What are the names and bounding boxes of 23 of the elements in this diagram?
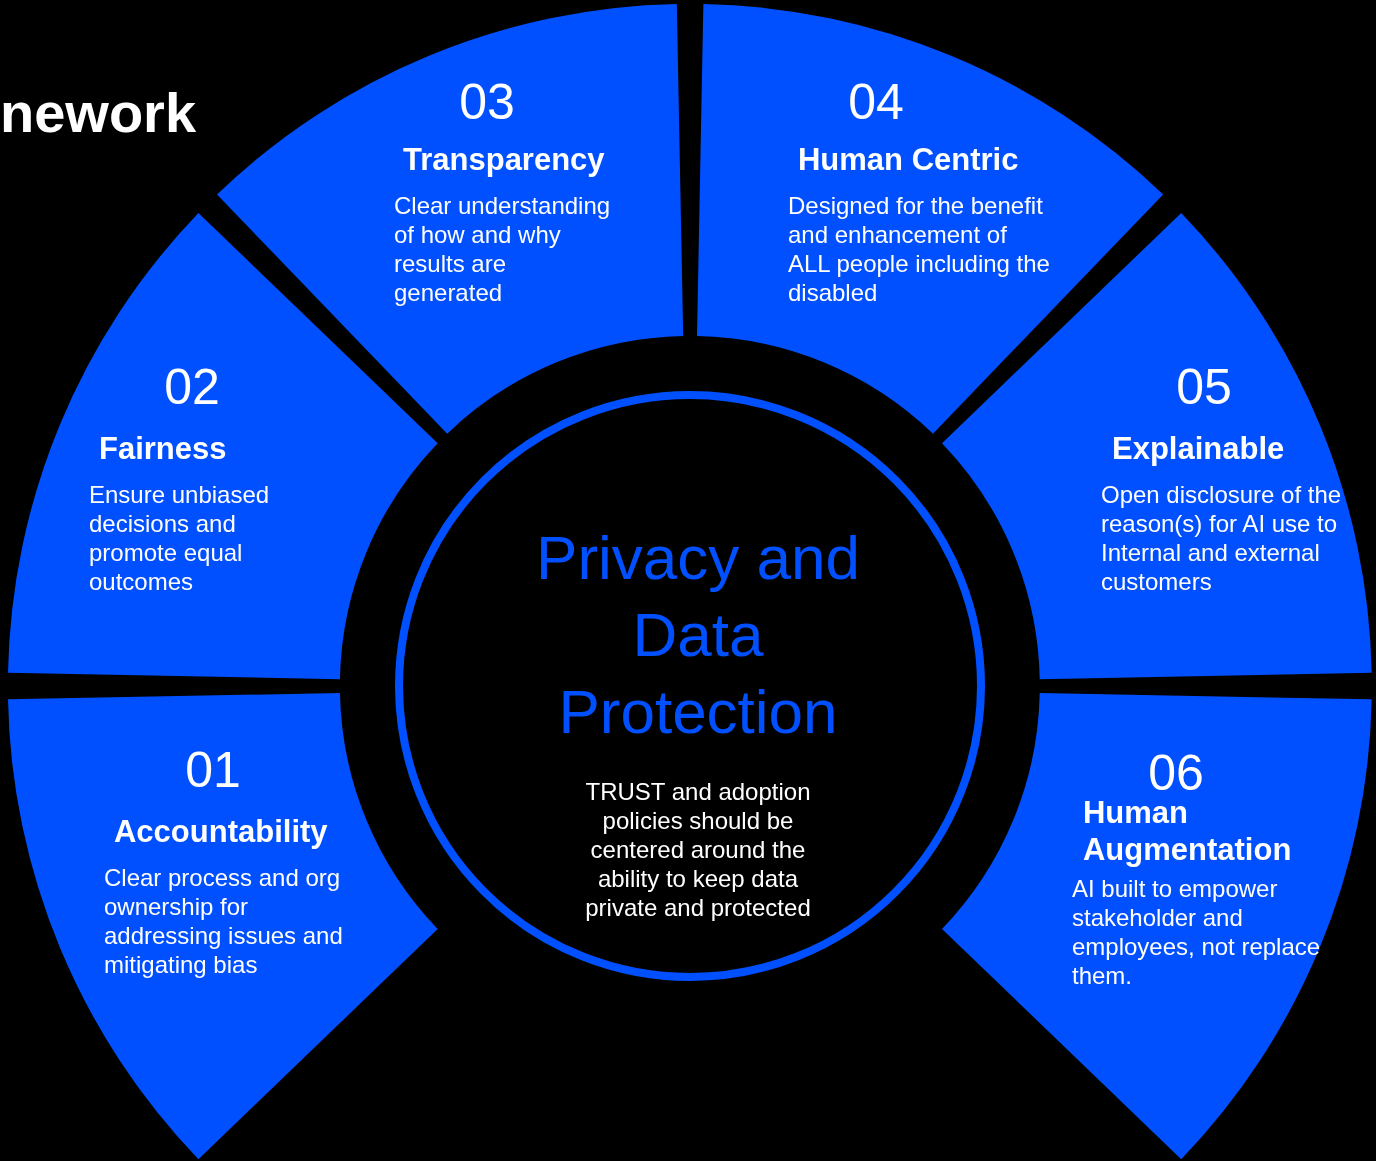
segment-card bbox=[696, 4, 1163, 434]
segment-card bbox=[942, 692, 1372, 1159]
center-description: TRUST and adoption policies should be centered around the ability to keep data private and protected bbox=[584, 777, 812, 922]
segment-card bbox=[8, 692, 438, 1159]
principle-description: Designed for the benefit and enhancement of ALL people including the disabled bbox=[788, 191, 1051, 307]
principle-heading: Accountability bbox=[114, 813, 329, 851]
center-heading: Privacy and Data Protection bbox=[535, 522, 861, 748]
step-number: 05 bbox=[1176, 362, 1232, 412]
step-number: 01 bbox=[185, 745, 241, 795]
principle-description: Ensure unbiased decisions and promote equal outcomes bbox=[89, 480, 271, 596]
step-number: 04 bbox=[848, 77, 904, 127]
principle-description: Open disclosure of the reason(s) for AI use to Internal and external customers bbox=[1101, 480, 1343, 596]
principle-description: Clear process and org ownership for addressing issues and mitigating bias bbox=[104, 863, 344, 979]
segment-card bbox=[217, 4, 684, 434]
principle-description: Clear understanding of how and why results are generated bbox=[394, 191, 612, 307]
principle-heading: Fairness bbox=[99, 430, 228, 468]
principle-heading: Transparency bbox=[403, 141, 606, 179]
step-number: 02 bbox=[164, 362, 220, 412]
step-number: 03 bbox=[459, 77, 515, 127]
principle-heading: Human Centric bbox=[798, 141, 1020, 179]
diagram-title: nework bbox=[0, 80, 197, 145]
principle-description: AI built to empower stakeholder and employees, not replace them. bbox=[1072, 874, 1322, 990]
principle-heading: Explainable bbox=[1112, 430, 1286, 468]
